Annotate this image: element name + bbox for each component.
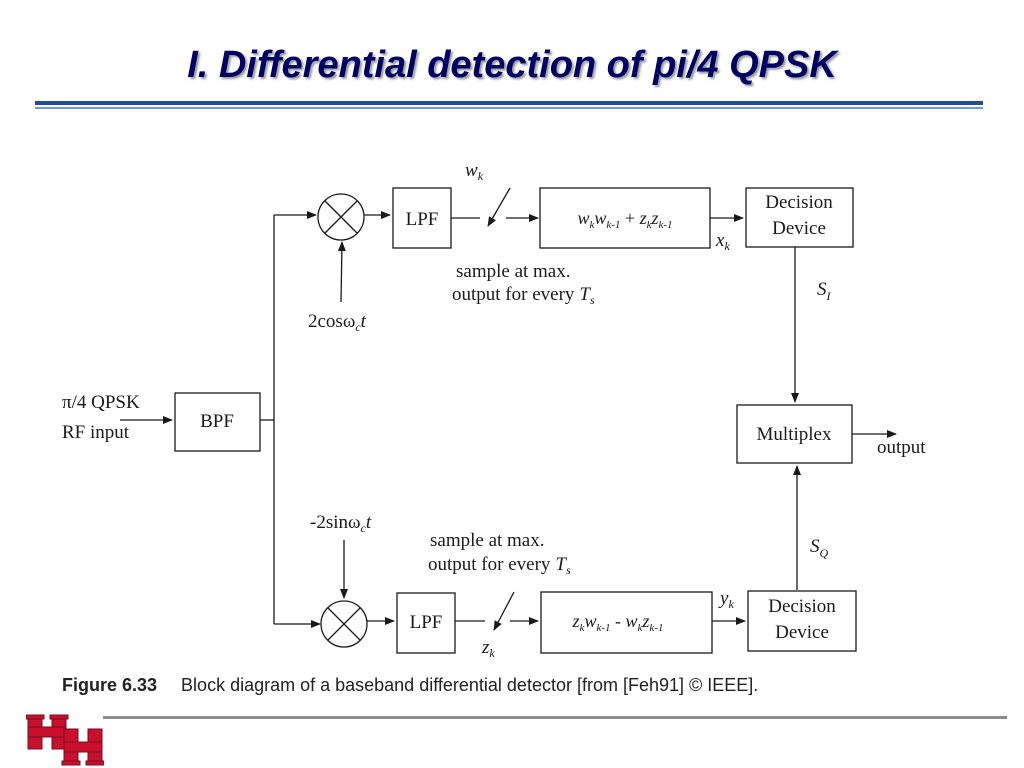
input-label-line1: π/4 QPSK <box>62 392 140 413</box>
upper-sampler-switch <box>487 187 511 227</box>
lower-decision-line2: Device <box>775 622 829 643</box>
upper-decision-block <box>745 187 854 248</box>
upper-decision-line1: Decision <box>765 192 833 213</box>
output-label: output <box>877 437 926 458</box>
university-logo <box>26 714 104 766</box>
sq-label: SQ <box>810 536 829 560</box>
xk-label: xk <box>715 230 730 253</box>
figure-caption: Figure 6.33 Block diagram of a baseband d… <box>62 675 758 696</box>
input-label-line2: RF input <box>62 422 130 443</box>
figure-caption-text: Block diagram of a baseband differential… <box>181 675 759 695</box>
upper-oscillator-arrow <box>337 241 346 303</box>
upper-lpf-label: LPF <box>406 209 439 230</box>
upper-sample-note-line1: sample at max. <box>456 261 571 282</box>
lower-decision-line1: Decision <box>768 596 836 617</box>
upper-oscillator-label: 2cosωct <box>308 311 367 334</box>
lower-sample-label: zk <box>481 637 495 660</box>
lower-oscillator-label: -2sinωct <box>310 512 372 535</box>
figure-number: Figure 6.33 <box>62 675 158 695</box>
lower-sampler-switch <box>493 591 515 631</box>
lower-combiner-block <box>540 591 713 654</box>
upper-combiner-label: wkwk-1 + zkzk-1 <box>577 208 672 231</box>
lower-lpf-block <box>396 592 456 654</box>
multiplex-label: Multiplex <box>757 424 832 445</box>
upper-mixer <box>317 193 365 241</box>
lower-mixer <box>320 600 368 648</box>
lower-decision-block <box>747 590 857 652</box>
lower-combiner-label: zkwk-1 - wkzk-1 <box>572 611 664 634</box>
upper-sample-label: wk <box>465 160 484 183</box>
bpf-label: BPF <box>200 411 234 432</box>
si-label: SI <box>817 279 832 303</box>
lower-sample-note-line1: sample at max. <box>430 530 545 551</box>
slide-title: I. Differential detection of pi/4 QPSK <box>187 44 837 86</box>
upper-decision-line2: Device <box>772 218 826 239</box>
title-underline-thin <box>35 107 983 109</box>
yk-label: yk <box>718 588 734 611</box>
title-underline-thick <box>35 101 983 105</box>
bpf-block <box>174 392 261 452</box>
footer-rule <box>103 716 1007 719</box>
lower-lpf-label: LPF <box>410 612 443 633</box>
